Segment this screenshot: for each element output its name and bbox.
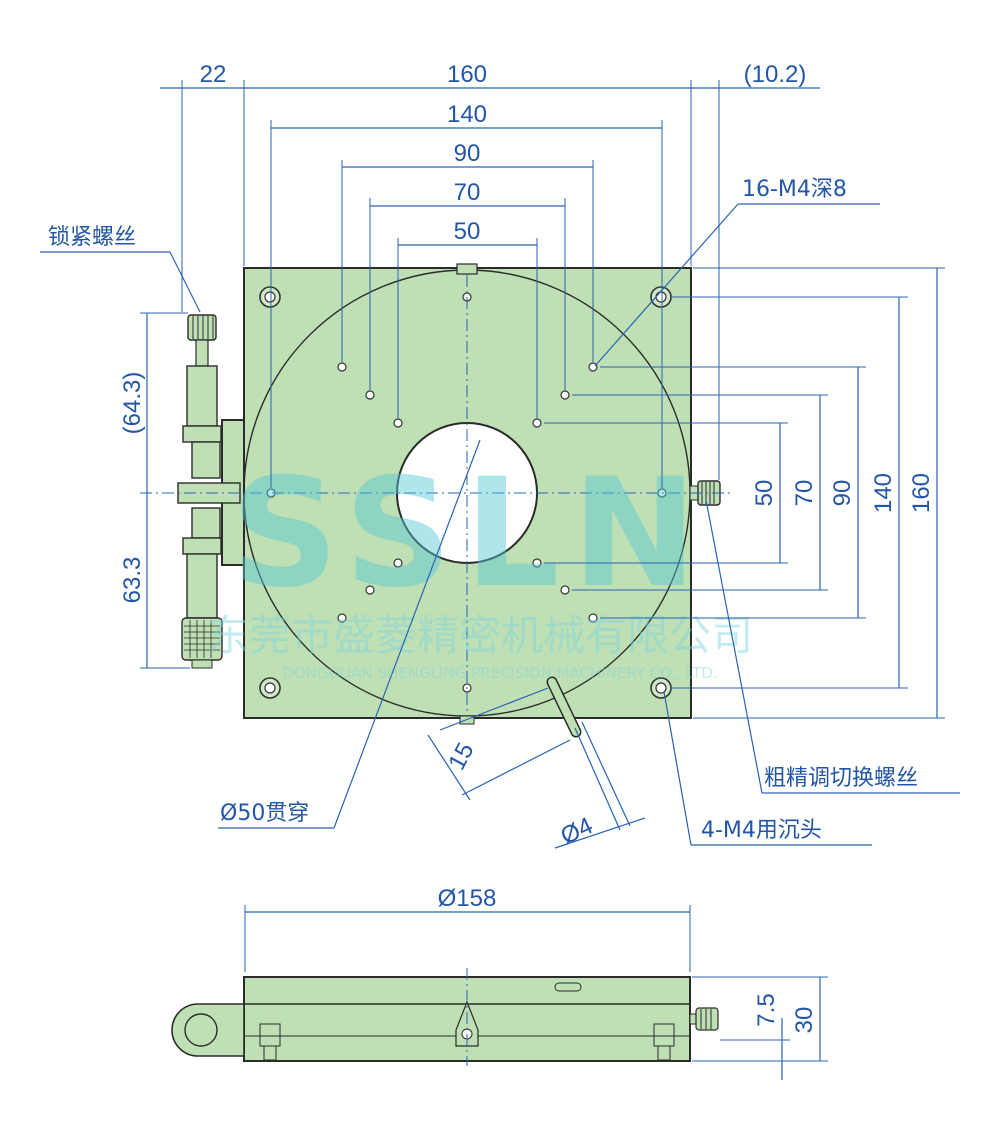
right-dimensions: 50 70 90 140 160 bbox=[544, 267, 945, 719]
dim-right-90: 90 bbox=[829, 480, 856, 507]
note-through-hole: Ø50贯穿 bbox=[220, 801, 309, 826]
side-counterbores bbox=[259, 1023, 675, 1061]
note-tapped-holes: 16-M4深8 bbox=[742, 177, 847, 202]
dim-right-50: 50 bbox=[751, 480, 778, 507]
watermark-logo: SSLN bbox=[231, 447, 709, 621]
dim-70: 70 bbox=[454, 179, 481, 206]
watermark-company: 东莞市盛菱精密机械有限公司 bbox=[207, 611, 753, 660]
side-knob bbox=[689, 1007, 719, 1031]
dim-90: 90 bbox=[454, 140, 481, 167]
note-adjust-screw: 粗精调切换螺丝 bbox=[764, 766, 918, 791]
stage-side-view: Ø158 7.5 30 bbox=[171, 885, 828, 1080]
lock-screw-knob bbox=[187, 314, 217, 341]
top-dimensions: 22 160 (10.2) 140 90 70 50 bbox=[160, 61, 820, 488]
counterbore-holes bbox=[259, 286, 672, 699]
adjust-lever bbox=[546, 676, 582, 738]
dim-right-160: 160 bbox=[908, 473, 935, 513]
side-slot bbox=[554, 982, 582, 992]
dim-10-2: (10.2) bbox=[744, 61, 807, 88]
dim-30: 30 bbox=[791, 1007, 818, 1034]
left-dimensions: (64.3) 63.3 bbox=[119, 312, 190, 669]
dim-50: 50 bbox=[454, 218, 481, 245]
note-counterbore: 4-M4用沉头 bbox=[701, 818, 822, 843]
top-notch bbox=[456, 263, 478, 275]
dim-15: 15 bbox=[443, 738, 479, 774]
dim-right-70: 70 bbox=[791, 480, 818, 507]
watermark-company-en: DONGGUAN SHENGLING PRECISION MACHINERY C… bbox=[282, 664, 717, 682]
annotations: 锁紧螺丝 16-M4深8 Ø50贯穿 粗精调切换螺丝 4-M4用沉头 15 Ø4 bbox=[40, 177, 960, 850]
dim-dia-158: Ø158 bbox=[438, 885, 497, 912]
dim-64-3: (64.3) bbox=[119, 372, 146, 435]
dim-7-5: 7.5 bbox=[753, 993, 780, 1026]
dim-160: 160 bbox=[447, 61, 487, 88]
note-lock-screw: 锁紧螺丝 bbox=[48, 225, 136, 250]
micrometer-head bbox=[177, 314, 241, 669]
watermark: SSLN 东莞市盛菱精密机械有限公司 DONGGUAN SHENGLING PR… bbox=[207, 447, 753, 682]
stage-top-view bbox=[140, 263, 730, 738]
dim-right-140: 140 bbox=[870, 473, 897, 513]
dim-63-3: 63.3 bbox=[119, 557, 146, 604]
dim-dia-4: Ø4 bbox=[557, 812, 597, 850]
dim-22: 22 bbox=[200, 61, 227, 88]
dim-140: 140 bbox=[447, 101, 487, 128]
